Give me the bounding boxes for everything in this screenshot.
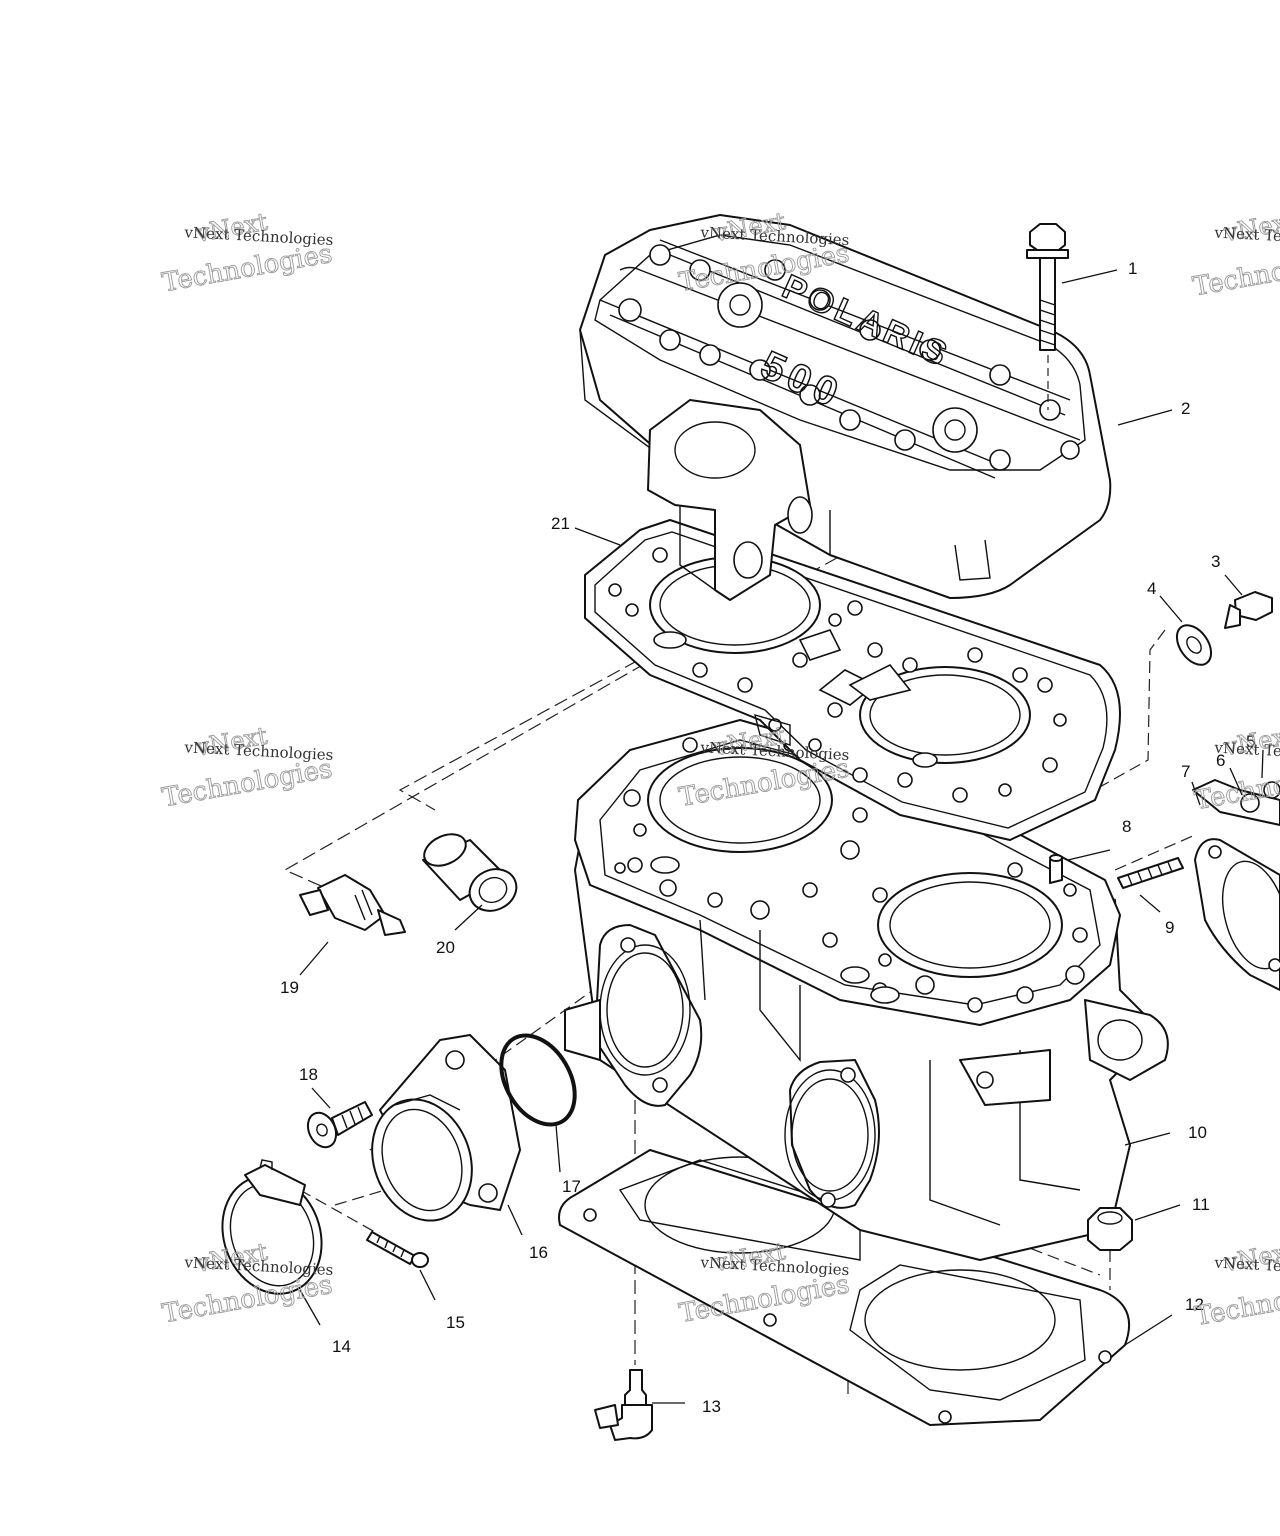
elbow-fitting	[594, 1369, 653, 1441]
callout-7: 7	[1181, 762, 1190, 781]
callout-10: 10	[1188, 1123, 1207, 1142]
leader-lines	[299, 269, 1264, 1404]
watermark-small-bottom-right: vNext Technologies	[1213, 1254, 1280, 1280]
cylinder-head-cover: POLARIS 500	[579, 214, 1112, 601]
flange-nut	[1087, 1207, 1133, 1251]
watermark-top-left: vNext Technologies	[159, 207, 335, 299]
callout-20: 20	[436, 938, 455, 957]
head-gasket	[584, 519, 1121, 841]
socket-capscrew	[306, 1101, 373, 1149]
sleeve-fitting	[422, 833, 518, 912]
callout-13: 13	[702, 1397, 721, 1416]
callout-12: 12	[1185, 1295, 1204, 1314]
callout-numbers: 1 2 3 4 5 6 7 8 9 10 11 12 13 14 15 16 1…	[280, 259, 1255, 1416]
callout-16: 16	[529, 1243, 548, 1262]
dowel-and-stud	[1049, 854, 1184, 889]
watermark-big-2: Technologies	[160, 239, 335, 298]
callout-18: 18	[299, 1065, 318, 1084]
watermark-bottom-right: vNext Technologies	[1192, 1237, 1280, 1333]
callout-19: 19	[280, 978, 299, 997]
callout-17: 17	[562, 1177, 581, 1196]
watermark-big-2: Technologies	[1193, 1273, 1280, 1332]
callout-4: 4	[1147, 579, 1156, 598]
head-bolt	[1026, 223, 1069, 410]
o-ring	[499, 1033, 577, 1127]
callout-5: 5	[1246, 732, 1255, 751]
callout-2: 2	[1181, 399, 1190, 418]
bolt-and-washer	[1175, 591, 1273, 666]
watermark-big-2: Technologies	[1191, 243, 1280, 302]
callout-3: 3	[1211, 552, 1220, 571]
callout-6: 6	[1216, 751, 1225, 770]
callout-21: 21	[551, 514, 570, 533]
intake-flange	[371, 1034, 521, 1222]
callout-15: 15	[446, 1313, 465, 1332]
cylinder-block	[564, 719, 1169, 1261]
callout-9: 9	[1165, 918, 1174, 937]
temperature-sensor	[299, 874, 406, 936]
watermark-big-2: Technologies	[160, 754, 335, 813]
callout-11: 11	[1192, 1195, 1210, 1214]
callout-8: 8	[1122, 817, 1131, 836]
small-screw	[366, 1231, 429, 1268]
watermark-small-top-right: vNext Technologies	[1213, 224, 1280, 250]
exhaust-flange-right	[1192, 779, 1280, 991]
watermark-mid-right: vNext Technologies	[1192, 721, 1280, 817]
callout-14: 14	[332, 1337, 351, 1356]
callout-1: 1	[1128, 259, 1137, 278]
hose-clamp	[221, 1159, 323, 1295]
watermark-top-right: vNext Technologies	[1190, 207, 1280, 303]
